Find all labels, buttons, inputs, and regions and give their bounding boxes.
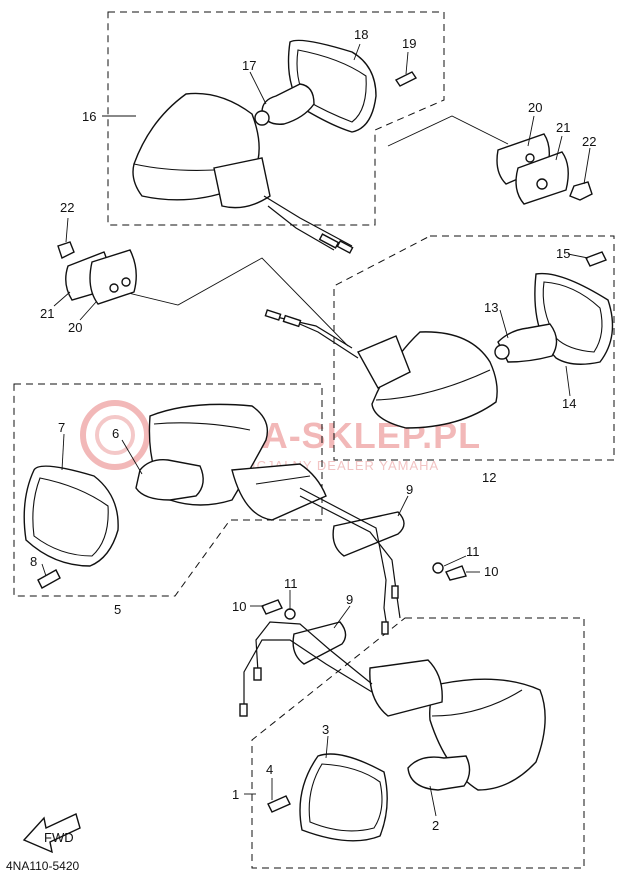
callout-1: 1 <box>232 787 239 802</box>
callout-5: 5 <box>114 602 121 617</box>
callout-9b: 9 <box>346 592 353 607</box>
callout-11b: 11 <box>284 576 298 591</box>
callout-16: 16 <box>82 109 96 124</box>
callout-10a: 10 <box>484 564 498 579</box>
turn-signal-assembly-12 <box>264 251 614 429</box>
group-box-16 <box>107 11 445 226</box>
callout-13: 13 <box>484 300 498 315</box>
callout-9a: 9 <box>406 482 413 497</box>
callout-21a: 21 <box>556 120 570 135</box>
callout-3: 3 <box>322 722 329 737</box>
mount-link-left <box>123 257 349 347</box>
group-box-1 <box>251 617 585 869</box>
callout-6: 6 <box>112 426 119 441</box>
callout-10b: 10 <box>232 599 246 614</box>
callout-12: 12 <box>482 470 496 485</box>
callout-11a: 11 <box>466 544 480 559</box>
bracket-set-left <box>57 241 137 305</box>
callout-4: 4 <box>266 762 273 777</box>
turn-signal-assembly-1 <box>239 599 546 842</box>
callouts: 18 19 17 16 20 21 22 22 21 20 15 13 14 1… <box>30 27 596 833</box>
callout-20a: 20 <box>528 100 542 115</box>
callout-7: 7 <box>58 420 65 435</box>
callout-15: 15 <box>556 246 570 261</box>
callout-22a: 22 <box>582 134 596 149</box>
turn-signal-assembly-5 <box>23 403 467 635</box>
callout-8: 8 <box>30 554 37 569</box>
diagram-code: 4NA110-5420 <box>6 859 79 873</box>
fwd-arrow-icon: FWD <box>22 813 81 854</box>
mount-link-right <box>387 115 509 147</box>
callout-14: 14 <box>562 396 576 411</box>
callout-22b: 22 <box>60 200 74 215</box>
leader-lines <box>41 43 591 817</box>
callout-2: 2 <box>432 818 439 833</box>
group-box-12 <box>333 235 615 461</box>
fwd-label: FWD <box>44 830 74 845</box>
callout-20b: 20 <box>68 320 82 335</box>
callout-21b: 21 <box>40 306 54 321</box>
callout-17: 17 <box>242 58 256 73</box>
bracket-set-right <box>496 133 593 205</box>
turn-signal-assembly-16 <box>132 39 418 254</box>
callout-18: 18 <box>354 27 368 42</box>
callout-19: 19 <box>402 36 416 51</box>
